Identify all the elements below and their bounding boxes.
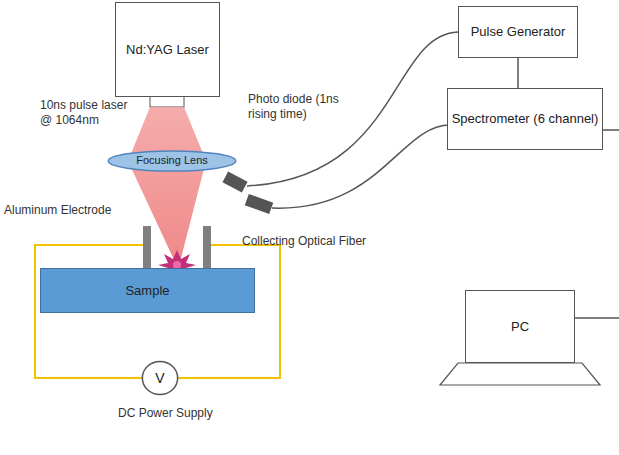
node-text: Pulse Generator bbox=[471, 24, 566, 40]
electrode bbox=[203, 226, 211, 268]
focusing-lens: Focusing Lens bbox=[107, 150, 237, 172]
sample-block: Sample bbox=[40, 268, 255, 313]
optical-fiber-head bbox=[245, 194, 274, 214]
node-text: Nd:YAG Laser bbox=[126, 42, 209, 58]
node-text: Spectrometer (6 channel) bbox=[452, 111, 599, 127]
photodiode-cable bbox=[247, 32, 458, 186]
voltmeter-symbol: V bbox=[142, 360, 178, 396]
node-text: V bbox=[155, 370, 164, 387]
data-cable bbox=[575, 317, 619, 319]
photodiode-label: Photo diode (1ns rising time) bbox=[248, 92, 353, 122]
connector bbox=[517, 58, 519, 88]
power-supply-label: DC Power Supply bbox=[118, 406, 248, 421]
fiber-label: Collecting Optical Fiber bbox=[242, 234, 412, 249]
pc-screen: PC bbox=[465, 290, 575, 363]
laser-nozzle bbox=[150, 96, 184, 107]
laser-box: Nd:YAG Laser bbox=[115, 2, 220, 97]
spectrometer-box: Spectrometer (6 channel) bbox=[447, 88, 604, 150]
pulse-generator-box: Pulse Generator bbox=[458, 6, 578, 58]
electrode bbox=[143, 226, 151, 268]
laser-beam bbox=[128, 107, 206, 262]
node-text: PC bbox=[511, 319, 529, 335]
fiber-cable bbox=[272, 125, 450, 208]
photodiode bbox=[222, 172, 247, 193]
circle-shape bbox=[142, 361, 177, 394]
electrode-label: Aluminum Electrode bbox=[4, 203, 134, 218]
ellipse-shape bbox=[108, 151, 235, 171]
laptop-base bbox=[440, 363, 600, 385]
beam-label: 10ns pulse laser @ 1064nm bbox=[40, 98, 140, 128]
node-text: Focusing Lens bbox=[136, 154, 208, 167]
node-text: Sample bbox=[125, 283, 169, 299]
